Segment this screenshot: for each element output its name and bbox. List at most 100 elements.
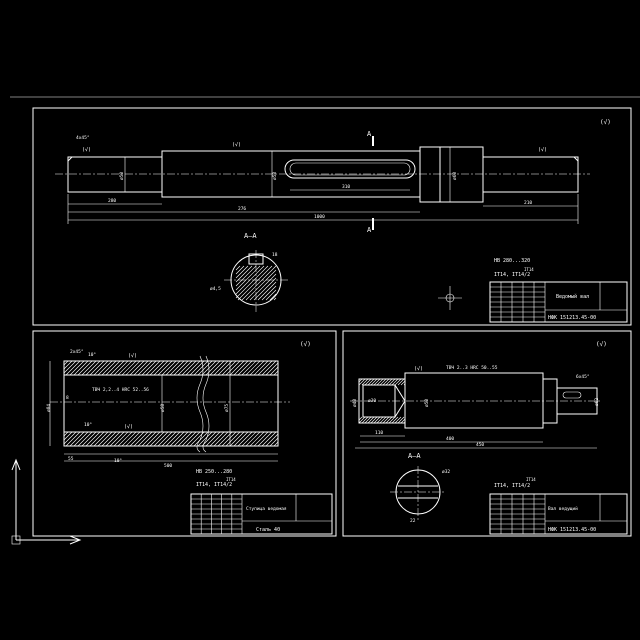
hatch-line	[205, 431, 221, 447]
hatch-line	[117, 431, 133, 447]
hatch-line	[241, 431, 257, 447]
sheet3-shaft	[350, 372, 600, 449]
hatch-line	[237, 265, 273, 301]
hatch-line	[133, 360, 149, 376]
title-block-material: Сталь 40	[256, 527, 280, 533]
hatch-line	[105, 360, 121, 376]
hatch-line	[101, 431, 117, 447]
hatch-line	[379, 416, 387, 424]
hatch-line	[165, 360, 181, 376]
hatch-line	[137, 431, 153, 447]
sheet2-hub	[50, 355, 290, 453]
hatch-line	[385, 416, 393, 424]
hatch-line	[149, 431, 165, 447]
hatch-line	[129, 360, 145, 376]
sheet2-title-block: Ступица ведомая Сталь 40	[190, 493, 333, 535]
hatch-line	[181, 431, 197, 447]
dim-step: 55	[68, 456, 74, 462]
hatch-line	[173, 360, 189, 376]
dim-dia-mid: ø58	[272, 172, 278, 180]
hatch-line	[113, 431, 129, 447]
hatch-line	[269, 293, 277, 301]
hatch-line	[169, 360, 185, 376]
dim-chamfer: 2x45°	[70, 349, 84, 355]
hatch-line	[185, 431, 201, 447]
hatch-line	[269, 366, 279, 376]
hatch-line	[89, 360, 105, 376]
hatch-line	[397, 416, 405, 424]
hatch-line	[394, 416, 402, 424]
roughness-general: (√)	[600, 119, 611, 126]
hatch-line	[241, 265, 277, 301]
hatch-line	[361, 416, 369, 424]
dim-chamfer: 6x45°	[576, 374, 590, 380]
hatch-line	[73, 431, 89, 447]
hatch-line	[373, 416, 381, 424]
dim-body-len: 400	[446, 436, 454, 442]
hatch-line	[221, 431, 237, 447]
hatch-line	[81, 360, 97, 376]
hatch-line	[382, 416, 390, 424]
tolerance-top: IT14	[524, 267, 534, 272]
hatch-line	[217, 360, 233, 376]
hatch-line	[77, 360, 93, 376]
sheet1-notes: НВ 280...320 IT14 IT14, IT14/2	[438, 258, 534, 310]
title-block-code: НФК 151213.45-00	[548, 315, 596, 321]
hatch-line	[249, 431, 265, 447]
dim-angle-top: 10°	[88, 352, 96, 358]
tolerance-top: IT14	[226, 477, 236, 482]
hatch-line	[273, 297, 277, 301]
hatch-line	[253, 431, 269, 447]
sheet1-section: А–А 18 ø4,5	[210, 232, 290, 312]
hatch-line	[81, 431, 97, 447]
hatch-line	[161, 431, 177, 447]
sheet3-frame	[342, 330, 632, 537]
hatch-line	[229, 360, 245, 376]
title-block-name: Ступица ведомая	[246, 506, 287, 512]
hatch-line	[391, 416, 399, 424]
hatch-line	[205, 360, 221, 376]
tolerance-note: IT14, IT14/2	[494, 272, 530, 278]
hatch-line	[273, 441, 279, 447]
ucs-axis-icon	[11, 458, 82, 545]
hatch-line	[85, 431, 101, 447]
dim-outer: ø84	[46, 404, 52, 412]
hatch-line	[225, 431, 241, 447]
hatch-line	[391, 378, 399, 386]
sheet2-frame	[32, 330, 337, 537]
hatch-line	[225, 360, 241, 376]
sheet1-shaft	[55, 136, 590, 230]
hatch-line	[394, 378, 402, 386]
hatch-line	[245, 360, 261, 376]
dim-left-len: 280	[108, 198, 116, 204]
hatch-line	[113, 360, 129, 376]
hatch-line	[257, 431, 273, 447]
sheet3-title-block: Вал ведущий НФК 151213.45-00	[489, 493, 628, 535]
section-dim-key: 18	[272, 252, 278, 258]
hatch-line	[237, 360, 253, 376]
hatch-line	[379, 378, 387, 386]
hatch-line	[237, 431, 253, 447]
hatch-line	[364, 416, 372, 424]
dim-end-len: 110	[375, 430, 383, 436]
roughness-mark: (√)	[124, 424, 133, 430]
hatch-line	[358, 416, 366, 424]
hatch-line	[358, 378, 366, 386]
title-block-code: НФК 151213.45-00	[548, 527, 596, 533]
dim-tail-dia: ø62	[594, 398, 600, 406]
hardness-note: НВ 280...320	[494, 258, 530, 264]
roughness-general: (√)	[300, 341, 311, 348]
hatch-line	[235, 265, 257, 287]
hatch-line	[177, 431, 193, 447]
hatch-line	[269, 437, 279, 447]
hatch-line	[364, 378, 372, 386]
dim-groove: ø75	[224, 404, 230, 412]
hatch-line	[181, 360, 197, 376]
section-dim-key: 22	[410, 518, 416, 524]
hatch-line	[367, 416, 375, 424]
tolerance-note: IT14, IT14/2	[196, 482, 232, 488]
sheet1-frame	[32, 107, 632, 326]
dim-right-len: 210	[524, 200, 532, 206]
hatch-line	[367, 378, 375, 386]
